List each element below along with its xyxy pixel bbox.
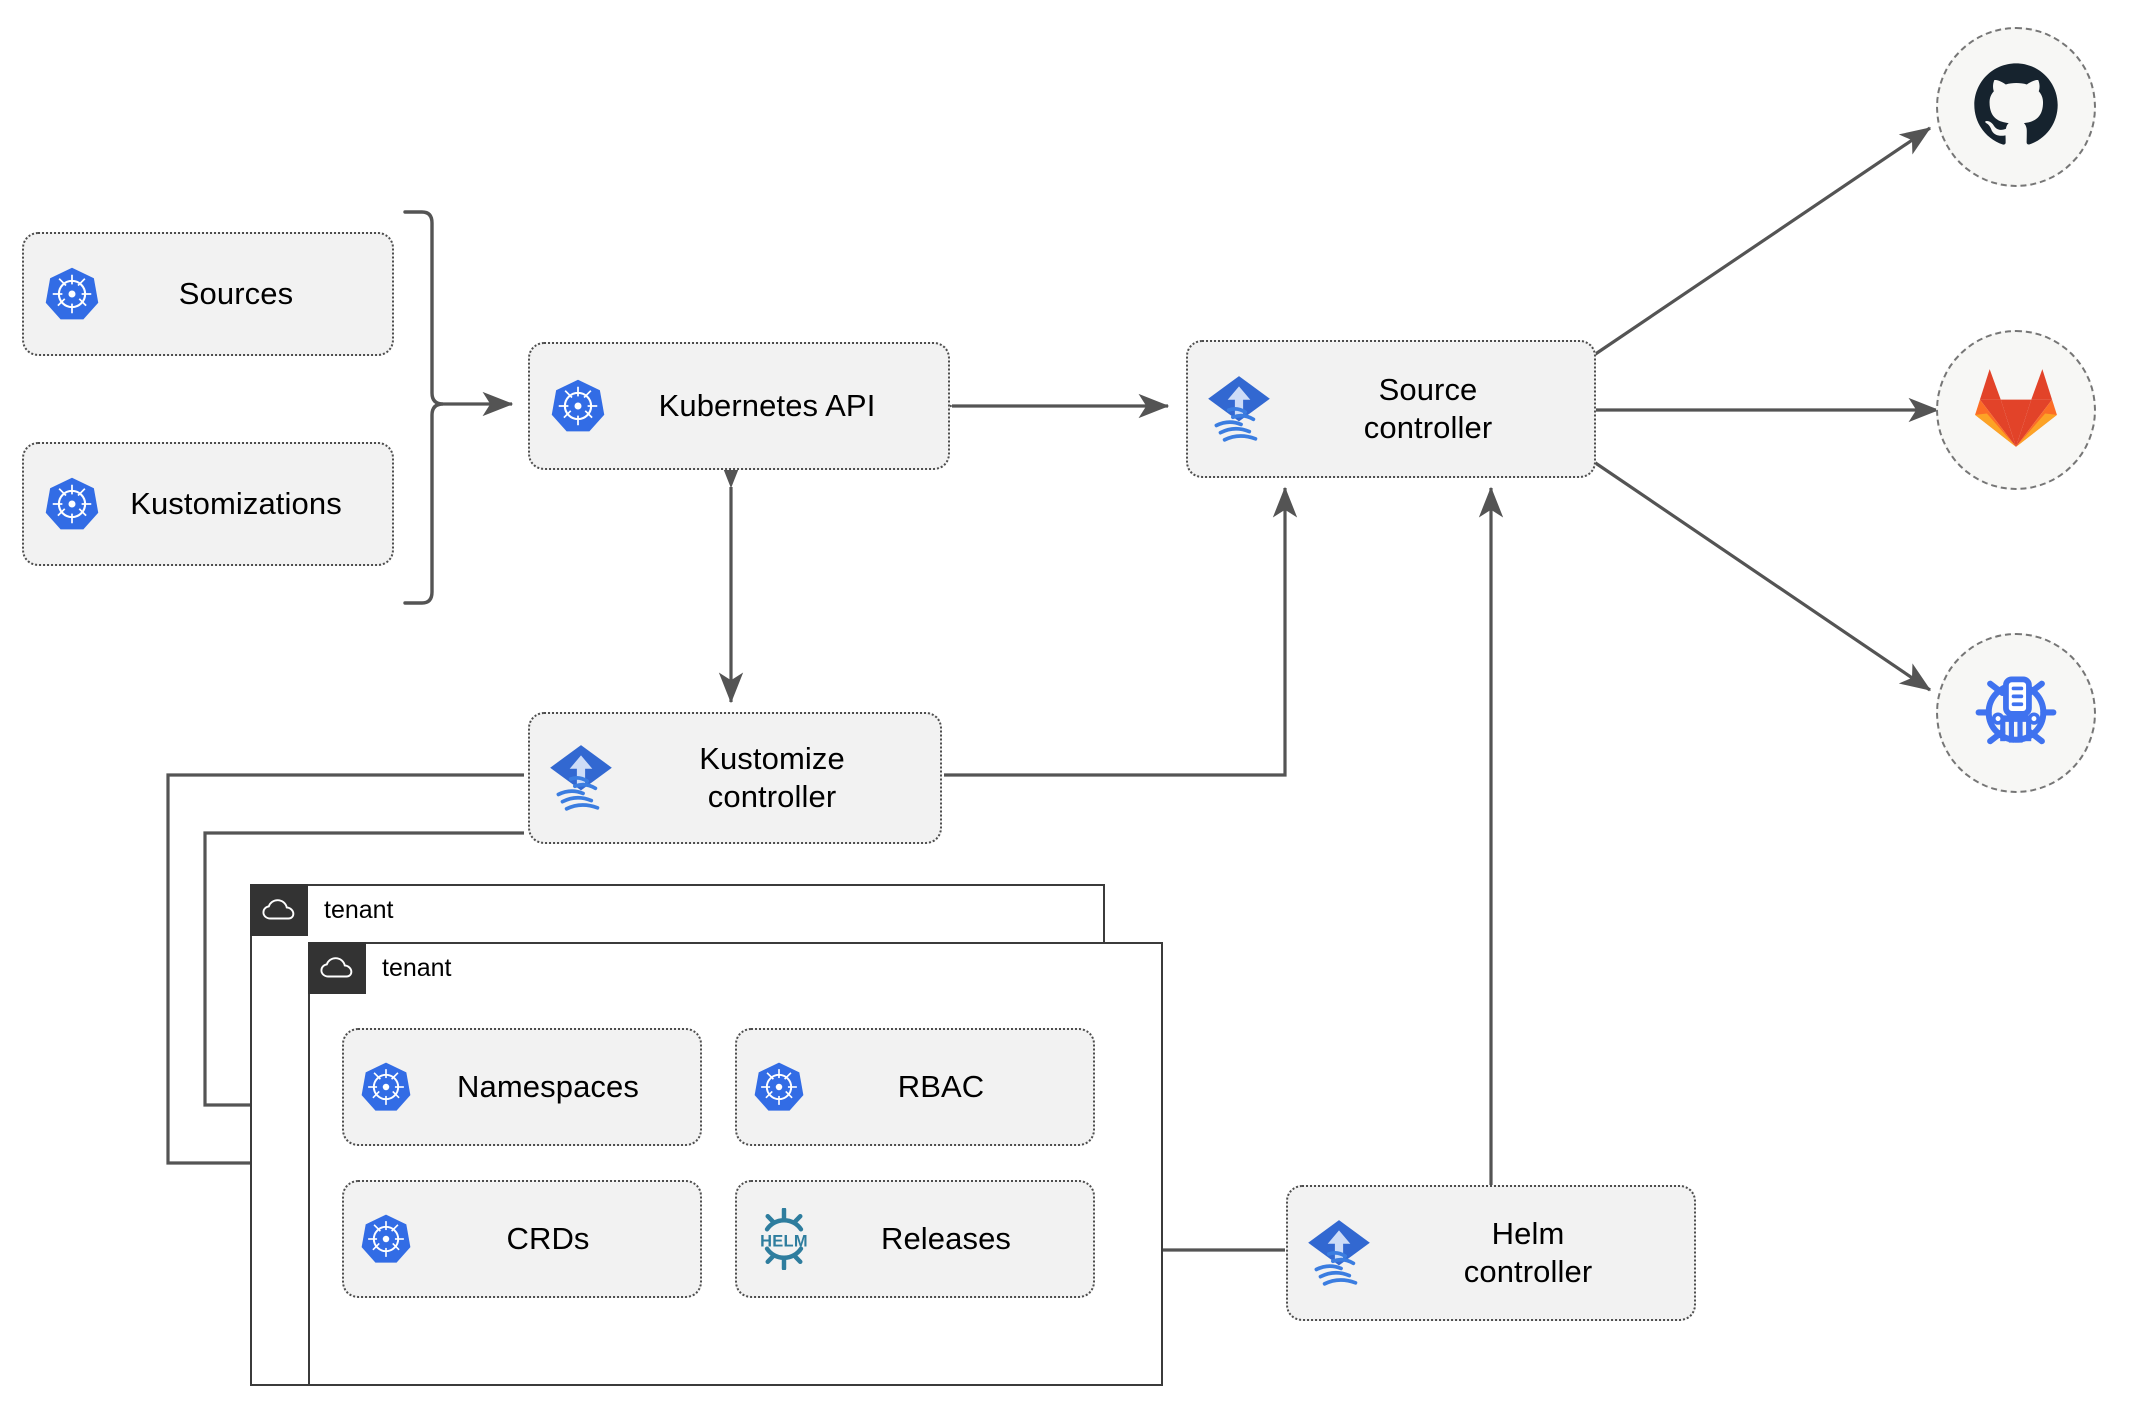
node-namespaces-label: Namespaces — [457, 1069, 639, 1105]
cloud-icon — [250, 884, 308, 936]
flux-icon — [1302, 1216, 1376, 1290]
tenant-outer-header: tenant — [250, 884, 394, 936]
kubernetes-icon — [753, 1061, 805, 1113]
kubernetes-icon — [360, 1061, 412, 1113]
node-helm-controller-label: Helm controller — [1463, 1216, 1593, 1289]
node-source-controller[interactable]: Source controller — [1186, 340, 1596, 478]
tenant-inner[interactable]: tenant — [308, 942, 1163, 1386]
node-releases-label: Releases — [880, 1221, 1012, 1257]
tenant-inner-header: tenant — [308, 942, 452, 994]
tenant-outer-label: tenant — [324, 895, 394, 924]
node-namespaces[interactable]: Namespaces — [342, 1028, 702, 1146]
svg-text:HELM: HELM — [760, 1232, 808, 1250]
cloud-icon — [308, 942, 366, 994]
helm-icon: HELM — [753, 1208, 815, 1270]
node-gitlab[interactable] — [1936, 330, 2096, 490]
kubernetes-icon — [44, 266, 100, 322]
node-kustomizations[interactable]: Kustomizations — [22, 442, 394, 566]
flux-icon — [1202, 372, 1276, 446]
node-releases[interactable]: HELM Releases — [735, 1180, 1095, 1298]
node-github[interactable] — [1936, 27, 2096, 187]
kubernetes-icon — [44, 476, 100, 532]
node-crds[interactable]: CRDs — [342, 1180, 702, 1298]
helm-registry-icon — [1970, 665, 2062, 762]
gitlab-icon — [1973, 367, 2059, 454]
node-kubernetes-api-label: Kubernetes API — [658, 388, 876, 424]
node-kustomize-controller[interactable]: Kustomize controller — [528, 712, 942, 844]
node-rbac-label: RBAC — [897, 1069, 985, 1105]
node-helm-controller[interactable]: Helm controller — [1286, 1185, 1696, 1321]
node-kustomize-controller-label: Kustomize controller — [699, 741, 845, 814]
node-rbac[interactable]: RBAC — [735, 1028, 1095, 1146]
node-kustomizations-label: Kustomizations — [130, 486, 342, 522]
kubernetes-icon — [550, 378, 606, 434]
flux-icon — [544, 741, 618, 815]
node-kubernetes-api[interactable]: Kubernetes API — [528, 342, 950, 470]
node-sources[interactable]: Sources — [22, 232, 394, 356]
node-sources-label: Sources — [178, 276, 294, 312]
tenant-inner-label: tenant — [382, 953, 452, 982]
node-helm-registry[interactable] — [1936, 633, 2096, 793]
node-crds-label: CRDs — [506, 1221, 590, 1257]
kubernetes-icon — [360, 1213, 412, 1265]
node-source-controller-label: Source controller — [1363, 372, 1493, 445]
github-icon — [1970, 59, 2062, 156]
